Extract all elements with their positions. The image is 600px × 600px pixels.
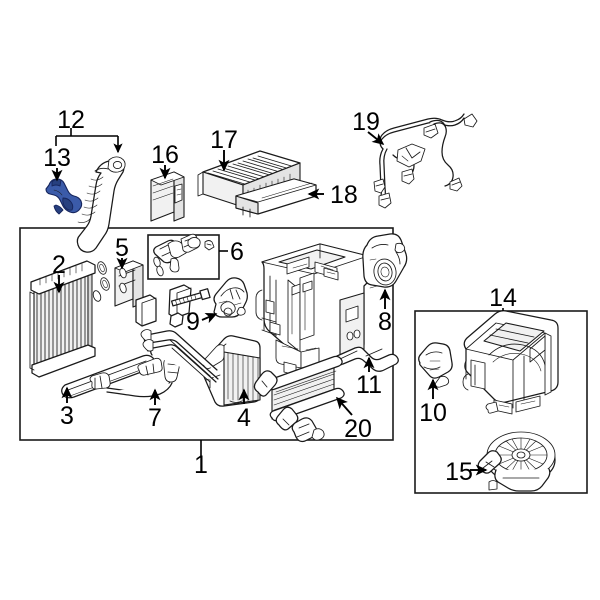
- refrigerant-tube-assembly: [140, 329, 219, 383]
- blower-case-assembly: [462, 310, 559, 415]
- callout-number-1: 1: [194, 451, 208, 479]
- callout-numbers: 1 2 3 4 5 6 7 8 9 10 11 12 13 14 15 16 1…: [43, 106, 517, 486]
- part-12-suction-hose-assembly: [76, 156, 126, 253]
- callout-number-13: 13: [43, 144, 71, 172]
- part-5-expansion-valve: [92, 260, 144, 308]
- callout-number-9: 9: [186, 308, 200, 336]
- callout-number-15: 15: [445, 458, 473, 486]
- callout-number-2: 2: [52, 251, 66, 279]
- callout-number-11: 11: [356, 371, 382, 399]
- callout-number-17: 17: [210, 126, 238, 154]
- part-8-air-mix-servo-motor: [362, 233, 408, 289]
- part-15-blower-motor: [477, 431, 556, 492]
- callout-number-6: 6: [230, 238, 244, 266]
- part-13-suction-pipe-fitting-highlighted: [45, 178, 83, 215]
- main-assembly-frame: [19, 227, 394, 441]
- hvac-case-assembly: [255, 243, 369, 381]
- callout-number-10: 10: [419, 399, 447, 427]
- callout-number-18: 18: [330, 181, 358, 209]
- callout-number-7: 7: [148, 404, 162, 432]
- part-19-engine-room-wire-harness: [373, 113, 478, 209]
- callout-number-4: 4: [237, 404, 251, 432]
- callout-number-19: 19: [352, 108, 380, 136]
- callout-number-5: 5: [115, 234, 129, 262]
- part-20-heater-core: [253, 355, 345, 443]
- callout-number-14: 14: [489, 284, 517, 312]
- callout-leaders: [51, 128, 504, 476]
- part-10-air-inlet-servo-motor: [418, 342, 453, 388]
- callout-number-20: 20: [344, 415, 372, 443]
- mounting-bracket-and-bolt: [135, 284, 211, 328]
- part-9-mode-servo-motor: [213, 277, 248, 318]
- part-6-expansion-valve-kit-inset: [147, 233, 220, 280]
- callout-number-12: 12: [57, 106, 85, 134]
- callout-number-16: 16: [151, 141, 179, 169]
- part-16-ac-amplifier: [150, 171, 185, 222]
- callout-number-8: 8: [378, 308, 392, 336]
- callout-number-3: 3: [60, 402, 74, 430]
- part-2-evaporator-core: [29, 260, 96, 378]
